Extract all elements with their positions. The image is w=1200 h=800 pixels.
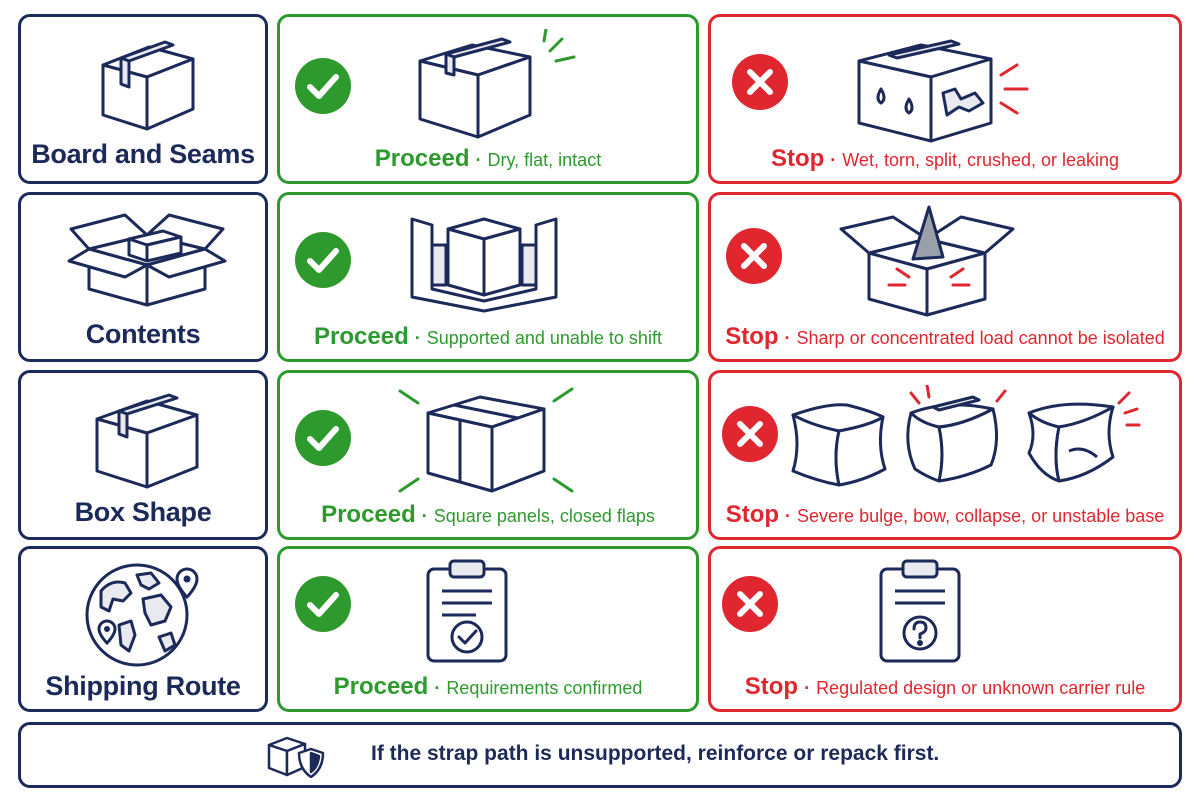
footer-text: If the strap path is unsupported, reinfo… bbox=[371, 742, 940, 765]
proceed-detail: Square panels, closed flaps bbox=[433, 506, 655, 526]
taped-box-icon bbox=[95, 393, 199, 489]
category-card-box-shape: Box Shape bbox=[18, 370, 268, 540]
clipboard-check-icon bbox=[426, 559, 508, 663]
stop-status: Stop bbox=[744, 673, 799, 700]
stop-status: Stop bbox=[725, 501, 780, 528]
red-x-icon bbox=[732, 54, 788, 110]
proceed-caption: Proceed·Square panels, closed flaps bbox=[321, 501, 655, 528]
category-card-board-seams: Board and Seams bbox=[18, 14, 268, 184]
stop-card-board-seams: Stop·Wet, torn, split, crushed, or leaki… bbox=[708, 14, 1182, 184]
box-shield-icon bbox=[267, 736, 325, 779]
damaged-wet-box-icon bbox=[857, 39, 1029, 143]
proceed-caption: Proceed·Requirements confirmed bbox=[333, 673, 643, 700]
stop-caption: Stop·Sharp or concentrated load cannot b… bbox=[725, 323, 1165, 350]
stop-detail: Sharp or concentrated load cannot be iso… bbox=[796, 328, 1165, 348]
proceed-caption: Proceed·Supported and unable to shift bbox=[314, 323, 662, 350]
green-check-icon bbox=[295, 410, 351, 466]
proceed-status: Proceed bbox=[333, 673, 429, 700]
intact-box-icon bbox=[418, 29, 576, 139]
stop-detail: Wet, torn, split, crushed, or leaking bbox=[842, 150, 1120, 170]
category-card-contents: Contents bbox=[18, 192, 268, 362]
proceed-detail: Supported and unable to shift bbox=[426, 328, 662, 348]
stop-detail: Severe bulge, bow, collapse, or unstable… bbox=[797, 506, 1165, 526]
proceed-status: Proceed bbox=[314, 323, 409, 350]
category-label: Contents bbox=[85, 319, 201, 349]
red-x-icon bbox=[722, 406, 778, 462]
stop-card-box-shape: Stop·Severe bulge, bow, collapse, or uns… bbox=[708, 370, 1182, 540]
red-x-icon bbox=[722, 576, 778, 632]
proceed-card-shipping-route: Proceed·Requirements confirmed bbox=[277, 546, 699, 712]
proceed-detail: Dry, flat, intact bbox=[487, 150, 602, 170]
proceed-card-board-seams: Proceed·Dry, flat, intact bbox=[277, 14, 699, 184]
stop-caption: Stop·Regulated design or unknown carrier… bbox=[744, 673, 1146, 700]
proceed-detail: Requirements confirmed bbox=[446, 678, 643, 698]
category-label: Board and Seams bbox=[31, 139, 255, 169]
stop-card-contents: Stop·Sharp or concentrated load cannot b… bbox=[708, 192, 1182, 362]
deformed-boxes-icon bbox=[791, 385, 1141, 487]
open-box-with-item-icon bbox=[67, 213, 227, 307]
sharp-object-box-icon bbox=[839, 205, 1015, 317]
stop-caption: Stop·Wet, torn, split, crushed, or leaki… bbox=[770, 145, 1120, 172]
globe-route-icon bbox=[85, 563, 199, 667]
green-check-icon bbox=[295, 576, 351, 632]
green-check-icon bbox=[295, 58, 351, 114]
square-box-icon bbox=[398, 387, 574, 493]
stop-caption: Stop·Severe bulge, bow, collapse, or uns… bbox=[725, 501, 1165, 528]
category-label: Box Shape bbox=[74, 497, 212, 527]
proceed-card-contents: Proceed·Supported and unable to shift bbox=[277, 192, 699, 362]
category-card-shipping-route: Shipping Route bbox=[18, 546, 268, 712]
cushioned-contents-icon bbox=[410, 217, 558, 313]
proceed-status: Proceed bbox=[321, 501, 416, 528]
stop-status: Stop bbox=[770, 145, 825, 172]
green-check-icon bbox=[295, 232, 351, 288]
proceed-status: Proceed bbox=[374, 145, 470, 172]
category-label: Shipping Route bbox=[45, 671, 241, 701]
stop-card-shipping-route: Stop·Regulated design or unknown carrier… bbox=[708, 546, 1182, 712]
sealed-box-icon bbox=[101, 40, 195, 131]
clipboard-question-icon bbox=[879, 559, 961, 663]
stop-detail: Regulated design or unknown carrier rule bbox=[816, 678, 1146, 698]
footer-banner: If the strap path is unsupported, reinfo… bbox=[18, 722, 1182, 788]
proceed-card-box-shape: Proceed·Square panels, closed flaps bbox=[277, 370, 699, 540]
stop-status: Stop bbox=[725, 323, 779, 350]
proceed-caption: Proceed·Dry, flat, intact bbox=[374, 145, 602, 172]
red-x-icon bbox=[726, 228, 782, 284]
